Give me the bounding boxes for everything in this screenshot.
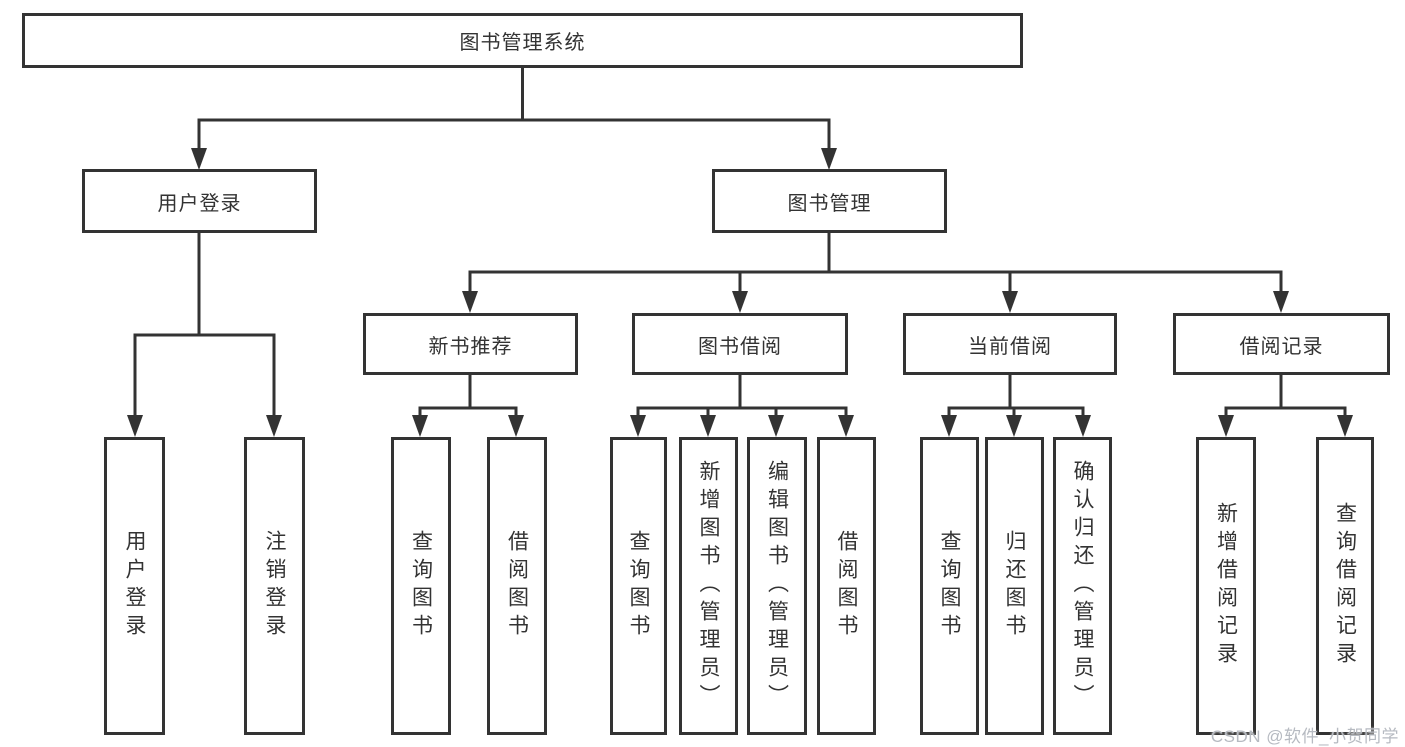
leaf-user-login: 用户登录 [104, 437, 165, 735]
leaf-user-logout: 注销登录 [244, 437, 305, 735]
leaf-borrow-add-books-admin: 新增图书（管理员） [679, 437, 738, 735]
leaf-records-add-record: 新增借阅记录 [1196, 437, 1256, 735]
node-new-book-recommend: 新书推荐 [363, 313, 578, 375]
leaf-borrow-borrow-books: 借阅图书 [817, 437, 876, 735]
leaf-recommend-query-books: 查询图书 [391, 437, 451, 735]
leaf-borrow-edit-books-admin: 编辑图书（管理员） [747, 437, 807, 735]
leaf-current-confirm-return-admin: 确认归还（管理员） [1053, 437, 1112, 735]
leaf-current-query-books: 查询图书 [920, 437, 979, 735]
leaf-recommend-borrow-books: 借阅图书 [487, 437, 547, 735]
leaf-current-return-books: 归还图书 [985, 437, 1044, 735]
leaf-records-query-record: 查询借阅记录 [1316, 437, 1374, 735]
node-book-management-module: 图书管理 [712, 169, 947, 233]
node-root-library-system: 图书管理系统 [22, 13, 1023, 68]
leaf-borrow-query-books: 查询图书 [610, 437, 667, 735]
csdn-watermark: CSDN @软件_小贺同学 [1210, 727, 1399, 746]
node-current-borrowing: 当前借阅 [903, 313, 1117, 375]
node-borrowing-records: 借阅记录 [1173, 313, 1390, 375]
node-user-login-module: 用户登录 [82, 169, 317, 233]
node-book-borrowing: 图书借阅 [632, 313, 848, 375]
